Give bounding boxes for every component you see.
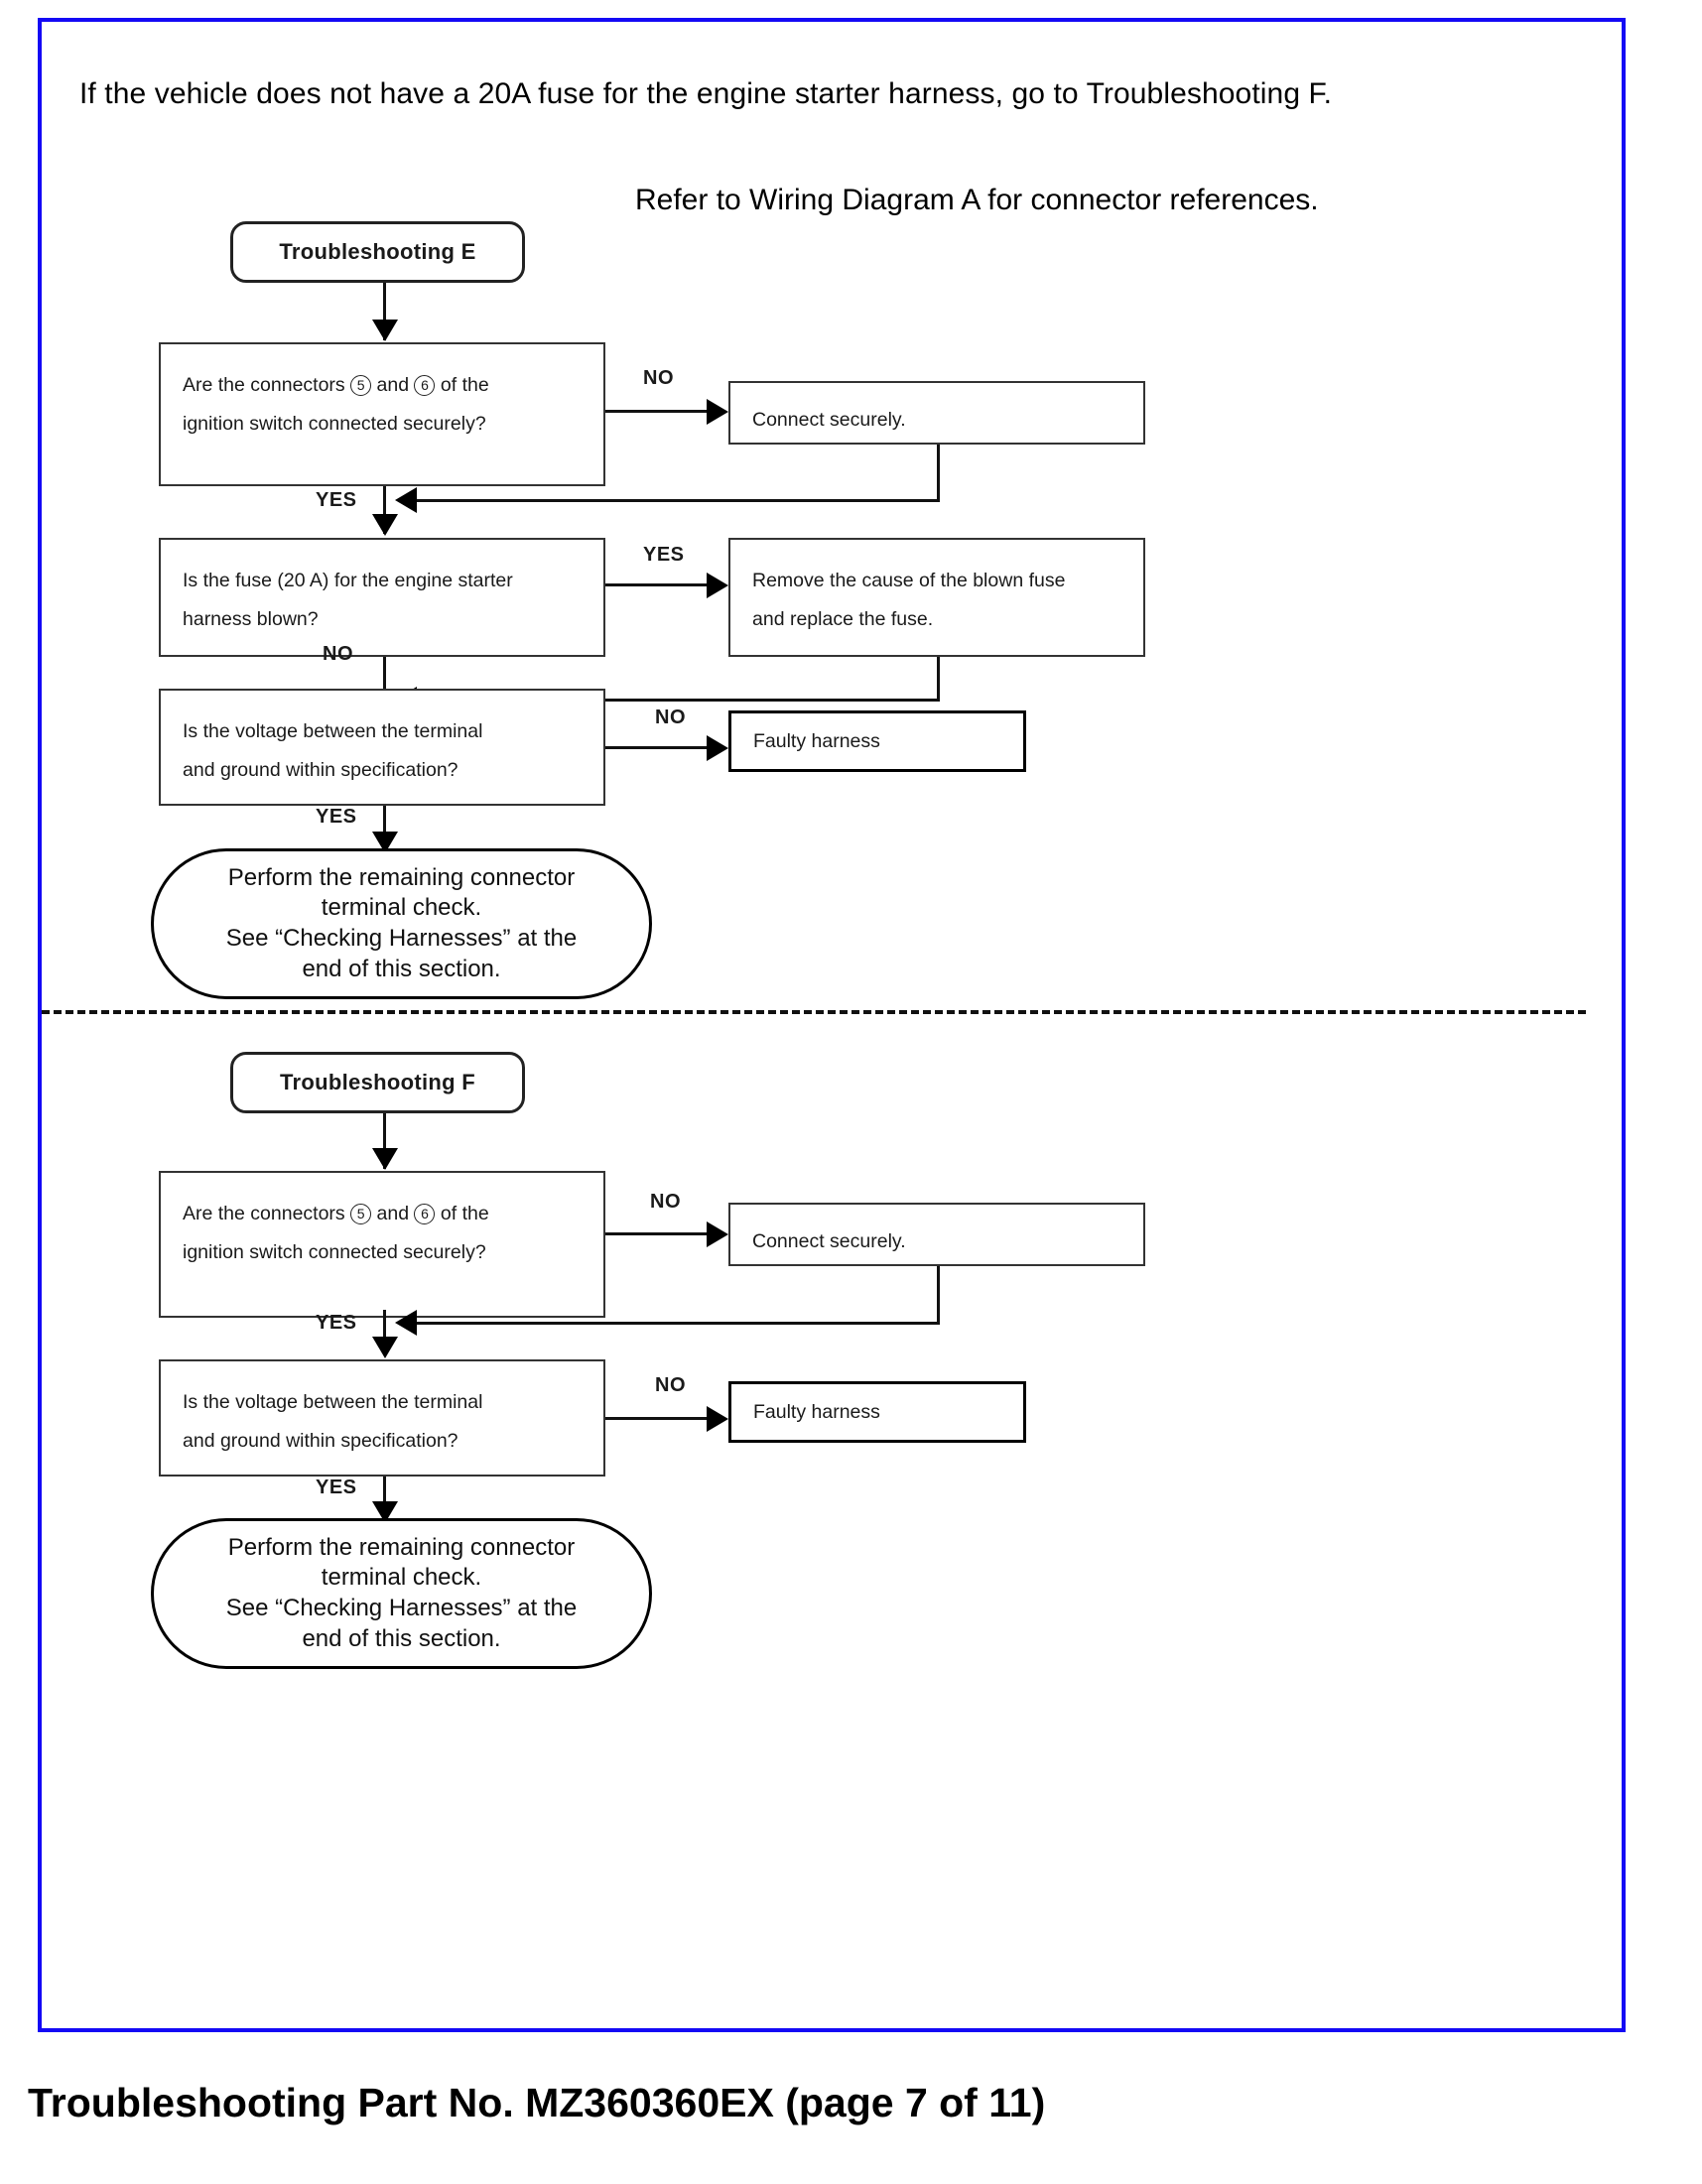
section-f-answer-2-box: Faulty harness: [728, 1381, 1026, 1443]
e-q1-yes-line: [383, 486, 386, 534]
section-e-q3-line2: and ground within specification?: [183, 759, 458, 781]
f-start-to-q1-arrowhead: [372, 1148, 398, 1170]
refer-note: Refer to Wiring Diagram A for connector …: [635, 184, 1319, 216]
f-q1-yes-line: [383, 1310, 386, 1355]
section-e-q1-no-label: NO: [643, 367, 674, 389]
section-f-start-box: Troubleshooting F: [230, 1052, 525, 1113]
e-q1-yes-arrowhead: [372, 514, 398, 536]
section-e-question-3-box: Is the voltage between the terminal and …: [159, 689, 605, 806]
section-e-q2-yes-label: YES: [643, 544, 685, 566]
f-q1-text-b: and: [371, 1203, 415, 1224]
e-a2-return-hline: [409, 699, 940, 702]
f-q2-no-line: [605, 1417, 719, 1420]
section-f-answer-1-box: Connect securely.: [728, 1203, 1145, 1266]
footer-caption: Troubleshooting Part No. MZ360360EX (pag…: [28, 2080, 1046, 2125]
section-e-q2-no-label: NO: [323, 643, 353, 665]
section-f-q2-no-label: NO: [655, 1374, 686, 1396]
section-f-q1-no-label: NO: [650, 1191, 681, 1213]
section-e-q1-yes-label: YES: [316, 489, 357, 511]
q1-text-c: of the: [435, 374, 489, 396]
f-q1-yes-arrowhead: [372, 1337, 398, 1358]
section-e-answer-3-box: Faulty harness: [728, 710, 1026, 772]
connector-5-circled-number: 5: [350, 375, 372, 396]
e-q1-no-arrowhead: [707, 399, 728, 425]
e-a1-return-hline: [409, 499, 940, 502]
section-e-end-line3: See “Checking Harnesses” at the: [225, 925, 578, 952]
section-divider: [42, 1010, 1586, 1014]
section-e-end-box: Perform the remaining connector terminal…: [151, 848, 652, 999]
section-f-a1-text: Connect securely.: [752, 1230, 906, 1252]
f-a1-return-vline: [937, 1266, 940, 1324]
f-start-to-q1-line: [383, 1113, 386, 1169]
section-e-q1-line1: Are the connectors 5 and 6 of the: [183, 366, 584, 405]
f-q1-text-c: of the: [435, 1203, 489, 1224]
connector-5-circled-number: 5: [350, 1204, 372, 1224]
connector-6-circled-number: 6: [414, 375, 436, 396]
section-e-q3-no-label: NO: [655, 707, 686, 728]
e-a1-return-vline: [937, 445, 940, 501]
section-f-question-2-box: Is the voltage between the terminal and …: [159, 1359, 605, 1477]
f-a1-return-hline: [409, 1322, 940, 1325]
f-q2-no-arrowhead: [707, 1406, 728, 1432]
connector-6-circled-number: 6: [414, 1204, 436, 1224]
section-f-q1-yes-label: YES: [316, 1312, 357, 1334]
section-f-end-line4: end of this section.: [302, 1624, 501, 1652]
section-e-a3-text: Faulty harness: [753, 729, 880, 752]
f-q1-no-line: [605, 1232, 719, 1235]
e-a1-return-arrowhead: [395, 487, 417, 513]
e-q2-yes-arrowhead: [707, 573, 728, 598]
section-f-end-box: Perform the remaining connector terminal…: [151, 1518, 652, 1669]
e-q3-no-arrowhead: [707, 735, 728, 761]
section-f-end-line1: Perform the remaining connector: [227, 1533, 576, 1561]
section-e-start-label: Troubleshooting E: [279, 239, 476, 264]
section-f-end-line3: See “Checking Harnesses” at the: [225, 1595, 578, 1621]
section-e-end-line2: terminal check.: [321, 894, 482, 922]
e-a2-return-vline: [937, 657, 940, 701]
section-e-answer-1-box: Connect securely.: [728, 381, 1145, 445]
f-q2-yes-line: [383, 1477, 386, 1523]
section-f-start-label: Troubleshooting F: [280, 1070, 475, 1094]
section-e-q2-line2: harness blown?: [183, 608, 319, 630]
q1-text-a: Are the connectors: [183, 374, 351, 396]
section-e-q2-line1: Is the fuse (20 A) for the engine starte…: [183, 570, 513, 591]
e-start-to-q1-arrowhead: [372, 320, 398, 341]
section-e-answer-2-box: Remove the cause of the blown fuse and r…: [728, 538, 1145, 657]
e-start-to-q1-line: [383, 283, 386, 340]
section-e-q1-line2: ignition switch connected securely?: [183, 413, 486, 435]
section-e-start-box: Troubleshooting E: [230, 221, 525, 283]
e-q3-yes-line: [383, 806, 386, 853]
section-f-end-line2: terminal check.: [321, 1564, 482, 1592]
section-f-q2-yes-label: YES: [316, 1477, 357, 1498]
section-e-question-1-box: Are the connectors 5 and 6 of the igniti…: [159, 342, 605, 486]
f-a1-return-arrowhead: [395, 1310, 417, 1336]
section-f-q2-line1: Is the voltage between the terminal: [183, 1391, 483, 1413]
section-f-question-1-box: Are the connectors 5 and 6 of the igniti…: [159, 1171, 605, 1318]
f-q2-yes-arrowhead: [372, 1501, 398, 1523]
intro-note: If the vehicle does not have a 20A fuse …: [79, 77, 1333, 110]
section-e-a2-line2: and replace the fuse.: [752, 608, 934, 630]
e-q2-no-line: [383, 657, 386, 708]
section-f-q1-line2: ignition switch connected securely?: [183, 1241, 486, 1263]
e-q3-yes-arrowhead: [372, 832, 398, 853]
f-q1-text-a: Are the connectors: [183, 1203, 351, 1224]
section-e-end-line4: end of this section.: [302, 955, 501, 982]
section-e-q3-line1: Is the voltage between the terminal: [183, 720, 483, 742]
page-border-frame: [38, 18, 1626, 2032]
f-q1-no-arrowhead: [707, 1221, 728, 1247]
e-q1-no-line: [605, 410, 719, 413]
section-e-question-2-box: Is the fuse (20 A) for the engine starte…: [159, 538, 605, 657]
e-q2-yes-line: [605, 583, 719, 586]
section-f-q1-line1: Are the connectors 5 and 6 of the: [183, 1195, 584, 1233]
section-f-a2-text: Faulty harness: [753, 1400, 880, 1423]
section-e-a2-line1: Remove the cause of the blown fuse: [752, 570, 1066, 591]
e-q3-no-line: [605, 746, 719, 749]
q1-text-b: and: [371, 374, 415, 396]
section-e-a1-text: Connect securely.: [752, 409, 906, 431]
section-f-q2-line2: and ground within specification?: [183, 1430, 458, 1452]
section-e-q3-yes-label: YES: [316, 806, 357, 828]
section-e-end-line1: Perform the remaining connector: [227, 863, 576, 891]
